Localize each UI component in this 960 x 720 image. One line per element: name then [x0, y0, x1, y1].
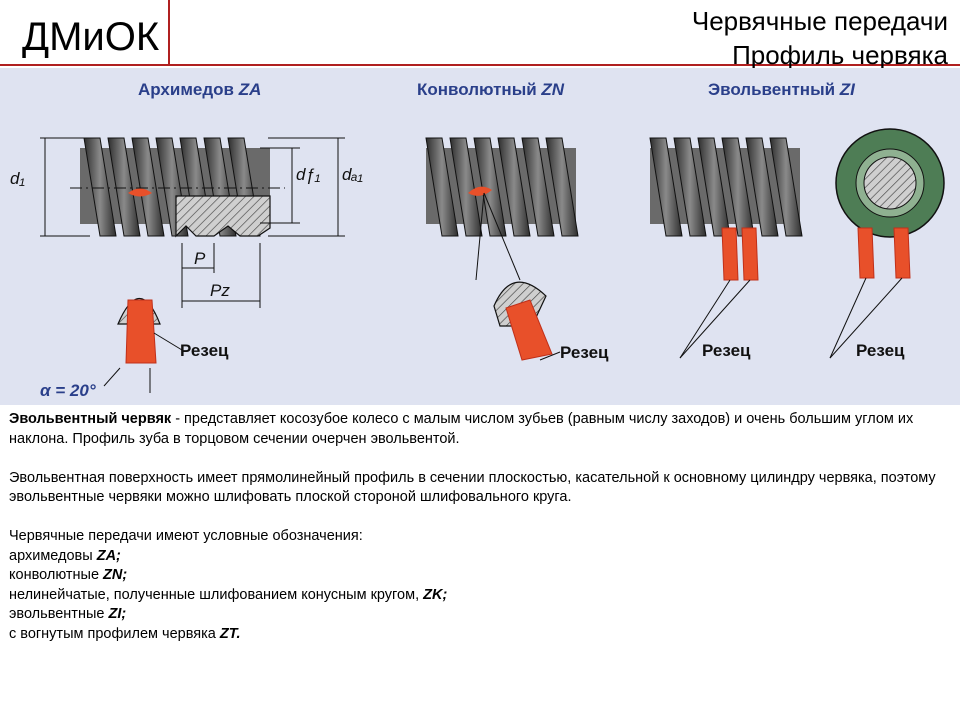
title-line-1: Червячные передачи: [691, 6, 948, 36]
label-d1: d₁: [10, 169, 25, 188]
za-cutter: [103, 297, 183, 393]
worm-profile-figure: d₁ dƒ₁ dₐ₁ P Pz Резец Резец Резец Резец …: [0, 68, 960, 405]
label-da: dₐ₁: [342, 165, 363, 184]
slide-title: Червячные передачи Профиль червяка: [692, 4, 948, 72]
figure-drawing: d₁ dƒ₁ dₐ₁ P Pz Резец Резец Резец Резец …: [10, 128, 945, 400]
paragraph-3: Червячные передачи имеют условные обозна…: [9, 528, 363, 544]
paragraph-1-text: - представляет косозубое колесо с малым …: [9, 411, 914, 447]
za-dimensions: [40, 137, 345, 308]
caption-zi-code: ZI: [839, 80, 855, 99]
caption-za-code: ZA: [238, 80, 262, 99]
title-line-2: Профиль червяка: [732, 40, 948, 70]
caption-zi-name: Эвольвентный: [708, 80, 836, 99]
worm-za: [80, 137, 271, 238]
list-item: архимедовы ZA;: [9, 547, 121, 564]
label-pz: Pz: [210, 281, 230, 300]
paragraph-2: Эвольвентная поверхность имеет прямолине…: [9, 469, 936, 506]
logo: ДМиОК: [0, 0, 170, 66]
list-item: нелинейчатые, полученные шлифованием кон…: [9, 586, 448, 603]
caption-zi: Эвольвентный ZI: [708, 80, 855, 100]
list-item: с вогнутым профилем червяка ZT.: [9, 625, 241, 642]
zn-cutter: [493, 281, 561, 361]
label-df: dƒ₁: [296, 165, 320, 184]
body-text: Эвольвентный червяк - представляет косоз…: [9, 410, 939, 644]
label-p: P: [194, 249, 206, 268]
caption-zn: Конволютный ZN: [417, 80, 564, 100]
zi-end-view: [829, 128, 945, 359]
term-involute-worm: Эвольвентный червяк: [9, 411, 172, 427]
alpha-label: α = 20°: [40, 381, 96, 400]
caption-zn-code: ZN: [541, 80, 565, 99]
caption-za-name: Архимедов: [138, 80, 234, 99]
list-item: конволютные ZN;: [9, 567, 128, 583]
worm-zn: [425, 137, 579, 281]
paragraph-1: Эвольвентный червяк - представляет косоз…: [9, 410, 939, 449]
zn-cutter-label: Резец: [560, 343, 609, 362]
za-cutter-label: Резец: [180, 341, 229, 360]
caption-zn-name: Конволютный: [417, 80, 537, 99]
zi-end-cutter-label: Резец: [856, 341, 905, 360]
list-item: эвольвентные ZI;: [9, 606, 127, 622]
header-divider: [0, 64, 960, 66]
worm-zi: [649, 137, 803, 359]
caption-za: Архимедов ZA: [138, 80, 261, 100]
zi-cutter-label: Резец: [702, 341, 751, 360]
